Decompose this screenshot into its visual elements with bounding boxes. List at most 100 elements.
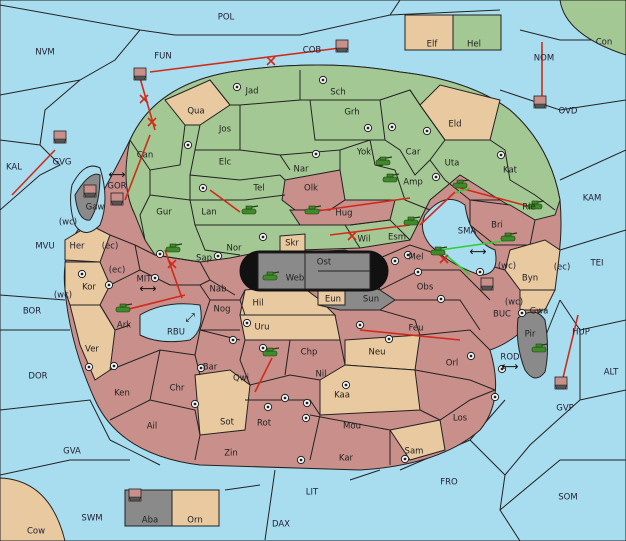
label-ec1: (ec) (102, 242, 119, 252)
supply-center-dot (439, 297, 443, 301)
province-kaa[interactable] (319, 364, 421, 416)
supply-center-dot (478, 270, 482, 274)
label-sma: SMA (458, 227, 477, 237)
province-elf[interactable] (404, 14, 454, 51)
army-unit[interactable] (262, 271, 280, 281)
orders-layer (11, 42, 579, 393)
label-gaw: Gaw (86, 203, 105, 213)
province-gwa[interactable] (519, 289, 556, 311)
label-cow: Cow (27, 527, 45, 537)
supply-center-dot (403, 457, 407, 461)
supply-center-dot (112, 364, 116, 368)
label-bri: Bri (491, 221, 503, 231)
army-unit[interactable] (403, 216, 421, 226)
label-amp: Amp (403, 178, 423, 188)
label-skr: Skr (285, 239, 299, 249)
label-con: Con (596, 38, 613, 48)
label-feu: Feu (408, 324, 423, 334)
supply-centers (77, 75, 527, 465)
fleet-unit[interactable] (554, 376, 568, 390)
province-pir[interactable] (516, 311, 548, 379)
label-tei: TEI (589, 259, 603, 269)
label-hup: HUP (572, 328, 590, 338)
label-wc4: (wc) (505, 298, 523, 308)
supply-center-dot (305, 401, 309, 405)
label-lit: LIT (306, 488, 319, 498)
supply-center-dot (469, 354, 473, 358)
army-unit[interactable] (452, 179, 470, 189)
label-qua: Qua (187, 107, 204, 117)
label-uta: Uta (445, 159, 460, 169)
label-elf: Elf (427, 40, 439, 50)
province-sam[interactable] (389, 419, 446, 461)
label-aba: Aba (142, 516, 158, 526)
supply-center-dot (321, 78, 325, 82)
supply-center-dot (387, 337, 391, 341)
label-wc1: (wc) (59, 218, 77, 228)
fleet-unit[interactable] (133, 67, 147, 81)
fleet-unit[interactable] (128, 488, 142, 502)
label-neu: Neu (369, 348, 386, 358)
label-dor: DOR (28, 372, 47, 382)
order-line (149, 47, 341, 73)
supply-center-dot (235, 85, 239, 89)
army-unit[interactable] (527, 200, 545, 210)
supply-center-dot (304, 416, 308, 420)
label-fun: FUN (154, 52, 171, 62)
label-car: Car (406, 148, 421, 158)
label-kor: Kor (82, 283, 96, 293)
label-uru: Uru (254, 323, 269, 333)
supply-center-dot (366, 126, 370, 130)
label-dax: DAX (272, 520, 290, 530)
province-hel[interactable] (452, 14, 502, 51)
supply-center-dot (434, 175, 438, 179)
label-los: Los (453, 414, 468, 424)
label-grh: Grh (344, 108, 359, 118)
army-unit[interactable] (430, 246, 448, 256)
army-unit[interactable] (500, 232, 518, 242)
label-pol: POL (218, 13, 235, 23)
order-line (459, 187, 536, 209)
connector-gor: ⟷ (108, 168, 125, 182)
label-ark: Ark (117, 321, 131, 331)
label-bar: Bar (203, 363, 218, 373)
supply-center-dot (344, 383, 348, 387)
fleet-unit[interactable] (533, 95, 547, 109)
supply-center-dot (199, 366, 203, 370)
label-kal: KAL (6, 163, 22, 173)
label-esm: Esm (388, 233, 406, 243)
sea-rbu[interactable] (139, 303, 202, 343)
army-unit[interactable] (165, 243, 183, 253)
army-unit[interactable] (382, 173, 400, 183)
province-qua[interactable] (164, 79, 231, 126)
army-unit[interactable] (531, 343, 549, 353)
sea-sma[interactable] (421, 198, 497, 276)
label-rbu: RBU (167, 328, 185, 338)
province-sot[interactable] (194, 369, 251, 436)
order-line (209, 189, 241, 213)
supply-center-dot (186, 143, 190, 147)
fleet-unit[interactable] (480, 277, 494, 291)
army-unit[interactable] (115, 303, 133, 313)
label-hil: Hil (252, 299, 263, 309)
sea-labels: POL NVM FUN COB NOM Con OVD KAL GVG GOR … (6, 13, 619, 537)
units-layer (53, 39, 568, 502)
army-unit[interactable] (375, 156, 393, 166)
label-mvu: MVU (35, 242, 54, 252)
fleet-unit[interactable] (83, 184, 97, 198)
army-unit[interactable] (304, 205, 322, 215)
army-unit[interactable] (262, 347, 280, 357)
label-eun: Eun (325, 295, 341, 305)
fleet-unit[interactable] (110, 192, 124, 206)
supply-center-dot (416, 270, 420, 274)
label-rod: ROD (500, 353, 520, 363)
fleet-unit[interactable] (335, 39, 349, 53)
label-qwi: Qwi (233, 374, 249, 384)
province-orn[interactable] (171, 489, 220, 527)
army-unit[interactable] (241, 205, 259, 215)
label-som: SOM (558, 493, 577, 503)
label-pir: Pir (525, 330, 536, 340)
label-nil: Nil (315, 370, 326, 380)
fleet-unit[interactable] (53, 130, 67, 144)
province-sun[interactable] (317, 277, 396, 311)
